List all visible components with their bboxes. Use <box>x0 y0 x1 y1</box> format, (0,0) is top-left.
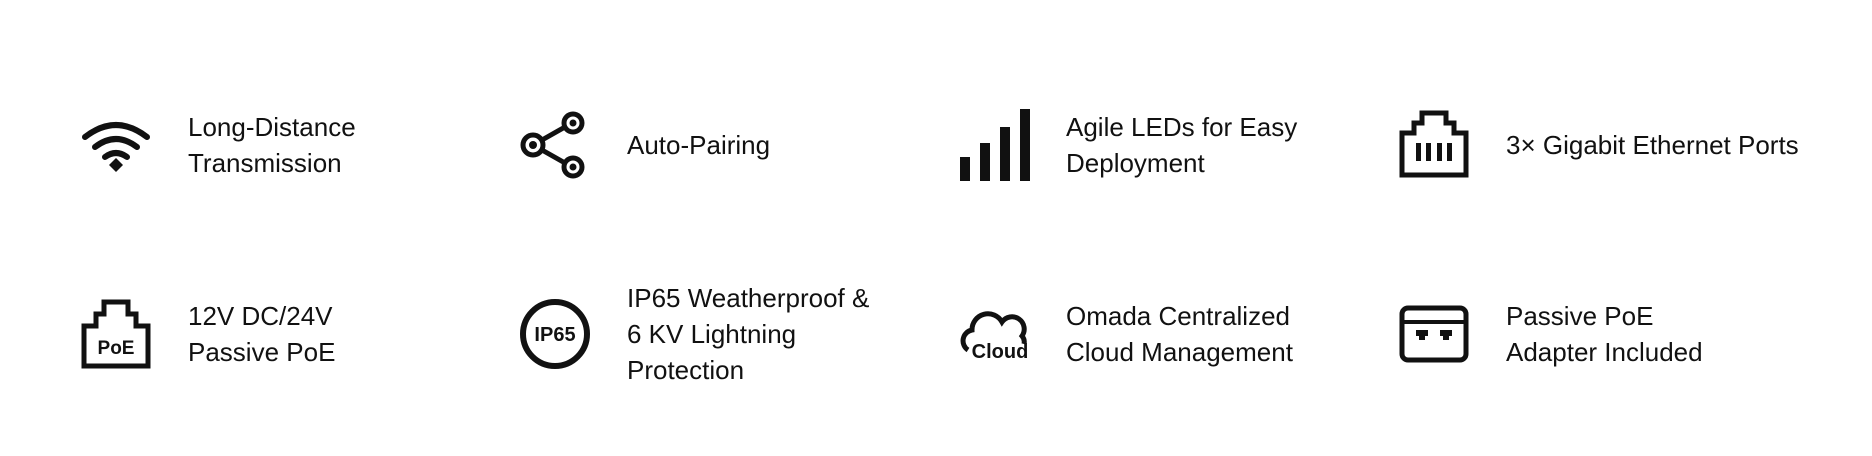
feature-long-distance: Long-Distance Transmission <box>80 109 528 181</box>
signal-bars-icon <box>958 109 1030 181</box>
cloud-icon: Cloud <box>958 298 1030 370</box>
feature-label: 12V DC/24V Passive PoE <box>188 301 336 367</box>
feature-ip65: IP65 IP65 Weatherproof & 6 KV Lightning … <box>519 283 967 385</box>
feature-label: IP65 Weatherproof & 6 KV Lightning Prote… <box>627 283 870 385</box>
poe-icon-text: PoE <box>98 338 135 359</box>
feature-label: 3× Gigabit Ethernet Ports <box>1506 130 1799 160</box>
feature-label: Auto-Pairing <box>627 130 771 160</box>
feature-label: Omada Centralized Cloud Management <box>1066 301 1293 367</box>
feature-label: Long-Distance Transmission <box>188 112 356 178</box>
feature-passive-poe: PoE 12V DC/24V Passive PoE <box>80 298 528 370</box>
feature-label: Agile LEDs for Easy Deployment <box>1066 112 1298 178</box>
feature-poe-adapter: Passive PoE Adapter Included <box>1398 298 1846 370</box>
feature-label: Passive PoE Adapter Included <box>1506 301 1703 367</box>
feature-gigabit-ports: 3× Gigabit Ethernet Ports <box>1398 109 1846 181</box>
poe-adapter-icon <box>1398 298 1470 370</box>
feature-agile-leds: Agile LEDs for Easy Deployment <box>958 109 1406 181</box>
ethernet-port-icon <box>1398 109 1470 181</box>
wifi-icon <box>80 109 152 181</box>
cloud-icon-text: Cloud <box>972 341 1029 363</box>
ip65-icon-text: IP65 <box>534 324 575 346</box>
ip65-icon: IP65 <box>519 298 591 370</box>
poe-port-icon: PoE <box>80 298 152 370</box>
feature-auto-pairing: Auto-Pairing <box>519 109 967 181</box>
feature-omada-cloud: Cloud Omada Centralized Cloud Management <box>958 298 1406 370</box>
share-icon <box>519 109 591 181</box>
